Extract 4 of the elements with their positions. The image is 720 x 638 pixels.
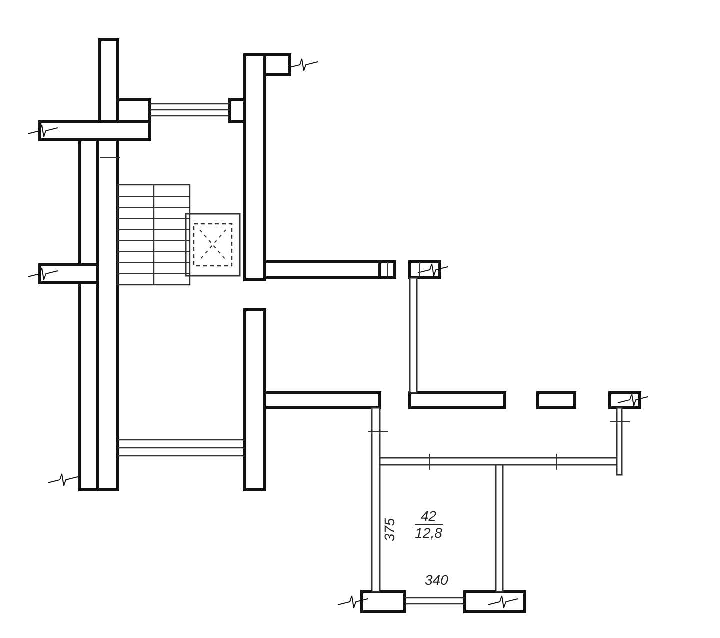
dimension-label: 340 [425,572,448,588]
dimension-label: 375 [382,518,398,542]
room-number: 42 [415,508,443,525]
room-area: 12,8 [415,525,442,541]
